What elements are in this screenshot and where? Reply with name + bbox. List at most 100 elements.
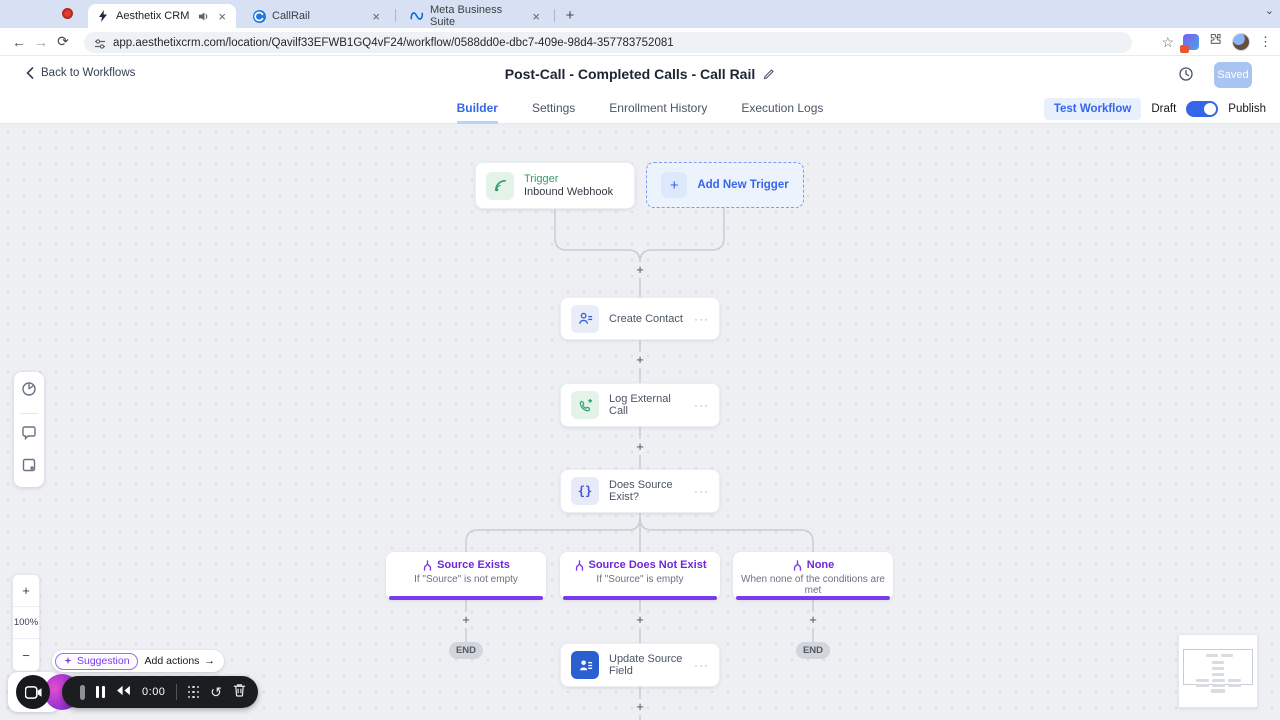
tab-enrollment-history[interactable]: Enrollment History <box>609 101 708 115</box>
add-step-button[interactable]: + <box>809 612 817 627</box>
canvas-side-panel <box>14 372 44 487</box>
edit-title-pencil-icon[interactable] <box>763 67 775 83</box>
node-menu-icon[interactable]: ··· <box>694 484 709 498</box>
tab-close-icon[interactable]: × <box>218 8 226 24</box>
branch-icon <box>575 559 583 571</box>
version-history-icon[interactable] <box>1178 66 1194 87</box>
person-fields-icon <box>571 651 599 679</box>
saved-button[interactable]: Saved <box>1214 62 1252 88</box>
end-node: END <box>796 642 830 659</box>
log-external-call-node[interactable]: Log External Call ··· <box>560 383 720 427</box>
rewind-icon[interactable] <box>116 683 131 701</box>
branch-subtitle: If "Source" is empty <box>596 574 684 585</box>
back-icon[interactable]: ← <box>12 33 26 50</box>
add-step-button[interactable]: + <box>462 612 470 627</box>
browser-tab-meta[interactable]: Meta Business Suite × <box>402 4 550 28</box>
tab-close-icon[interactable]: × <box>372 8 380 24</box>
recording-indicator-icon <box>62 8 73 19</box>
trigger-title: Trigger <box>524 173 559 185</box>
toolbar-actions: ☆ ⋮ <box>1161 28 1280 56</box>
update-source-field-node[interactable]: Update Source Field ··· <box>560 643 720 687</box>
tab-builder[interactable]: Builder <box>456 94 498 124</box>
branch-title: Source Exists <box>386 559 546 571</box>
camera-toggle-button[interactable] <box>16 675 50 709</box>
branch-subtitle: If "Source" is not empty <box>414 574 518 585</box>
comment-bubble-icon[interactable] <box>21 425 37 446</box>
address-bar[interactable]: app.aesthetixcrm.com/location/Qavilf33EF… <box>84 32 1132 53</box>
node-label: Log External Call <box>609 393 671 417</box>
pause-recording-button[interactable] <box>96 686 106 698</box>
site-settings-icon[interactable] <box>94 37 106 49</box>
node-label: Update Source Field <box>609 653 683 677</box>
does-source-exist-node[interactable]: {} Does Source Exist? ··· <box>560 469 720 513</box>
trigger-node-text: Trigger Inbound Webhook <box>524 173 624 198</box>
tab-audio-icon[interactable] <box>196 9 210 23</box>
recorder-toolbar: 0:00 ↺ <box>62 676 258 708</box>
tab-label: Aesthetix CRM <box>116 10 190 22</box>
back-chevron-icon <box>26 67 34 79</box>
tab-settings[interactable]: Settings <box>531 101 576 115</box>
arrow-right-icon: → <box>204 655 215 667</box>
node-label: Does Source Exist? <box>609 479 673 503</box>
browser-tab-aesthetix[interactable]: Aesthetix CRM × <box>88 4 236 28</box>
node-label: Create Contact <box>609 312 683 325</box>
tab-separator <box>395 9 396 22</box>
connector-wires <box>465 208 814 720</box>
draft-label: Draft <box>1151 103 1177 115</box>
add-step-button[interactable]: + <box>636 352 644 367</box>
stats-pie-icon[interactable] <box>21 381 37 402</box>
publish-toggle[interactable] <box>1186 101 1219 117</box>
page-title: Post-Call - Completed Calls - Call Rail <box>0 66 1280 83</box>
add-actions-link[interactable]: Add actions → <box>144 655 215 667</box>
branch-source-exists[interactable]: Source Exists If "Source" is not empty <box>386 552 546 600</box>
branch-accent-bar <box>736 596 890 600</box>
branch-title: None <box>733 559 893 571</box>
restart-recording-icon[interactable]: ↺ <box>210 684 222 700</box>
back-to-workflows-link[interactable]: Back to Workflows <box>26 67 135 79</box>
zoom-in-button[interactable]: + <box>13 575 39 607</box>
recorder-effects-icon[interactable] <box>187 685 200 699</box>
branch-source-does-not-exist[interactable]: Source Does Not Exist If "Source" is emp… <box>560 552 720 600</box>
new-tab-button[interactable]: + <box>565 7 575 24</box>
tab-close-icon[interactable]: × <box>532 8 540 24</box>
workflow-subnav: Builder Settings Enrollment History Exec… <box>0 94 1280 124</box>
extensions-puzzle-icon[interactable] <box>1208 32 1223 52</box>
tab-strip-chevron-icon[interactable]: ⌄ <box>1264 5 1274 17</box>
minimap-viewport <box>1183 649 1253 687</box>
create-contact-node[interactable]: Create Contact ··· <box>560 297 720 340</box>
trigger-node[interactable]: Trigger Inbound Webhook <box>475 162 635 209</box>
stop-recording-button[interactable] <box>80 684 86 700</box>
forward-icon[interactable]: → <box>34 33 48 50</box>
phone-plus-icon <box>571 391 599 419</box>
add-step-button[interactable]: + <box>636 262 644 277</box>
browser-tab-callrail[interactable]: CallRail × <box>244 4 390 28</box>
end-node: END <box>449 642 483 659</box>
zoom-out-button[interactable]: − <box>22 647 30 663</box>
zoom-controls: + 100% − <box>12 574 40 672</box>
test-workflow-button[interactable]: Test Workflow <box>1043 98 1142 120</box>
delete-recording-icon[interactable] <box>233 683 246 702</box>
add-step-button[interactable]: + <box>636 439 644 454</box>
branch-none[interactable]: None When none of the conditions are met <box>733 552 893 600</box>
subnav-actions: Test Workflow Draft Publish <box>1043 94 1266 124</box>
notes-icon[interactable] <box>21 457 37 478</box>
node-menu-icon[interactable]: ··· <box>694 658 709 672</box>
profile-avatar[interactable] <box>1232 33 1250 51</box>
node-menu-icon[interactable]: ··· <box>694 398 709 412</box>
browser-menu-icon[interactable]: ⋮ <box>1259 34 1272 49</box>
meta-favicon <box>410 9 424 23</box>
extension-icon[interactable] <box>1180 34 1199 53</box>
reload-icon[interactable]: ⟳ <box>57 33 69 49</box>
canvas-minimap[interactable] <box>1178 634 1258 708</box>
tab-separator <box>554 9 555 22</box>
node-menu-icon[interactable]: ··· <box>694 311 709 326</box>
tab-execution-logs[interactable]: Execution Logs <box>741 101 824 115</box>
aesthetix-favicon <box>96 9 110 23</box>
add-step-button[interactable]: + <box>636 699 644 714</box>
bookmark-star-icon[interactable]: ☆ <box>1161 33 1174 50</box>
add-new-trigger-button[interactable]: + Add New Trigger <box>646 162 804 208</box>
suggestion-pill[interactable]: Suggestion Add actions → <box>52 650 224 672</box>
workflow-canvas[interactable]: Trigger Inbound Webhook + Add New Trigge… <box>0 124 1280 720</box>
add-step-button[interactable]: + <box>636 612 644 627</box>
